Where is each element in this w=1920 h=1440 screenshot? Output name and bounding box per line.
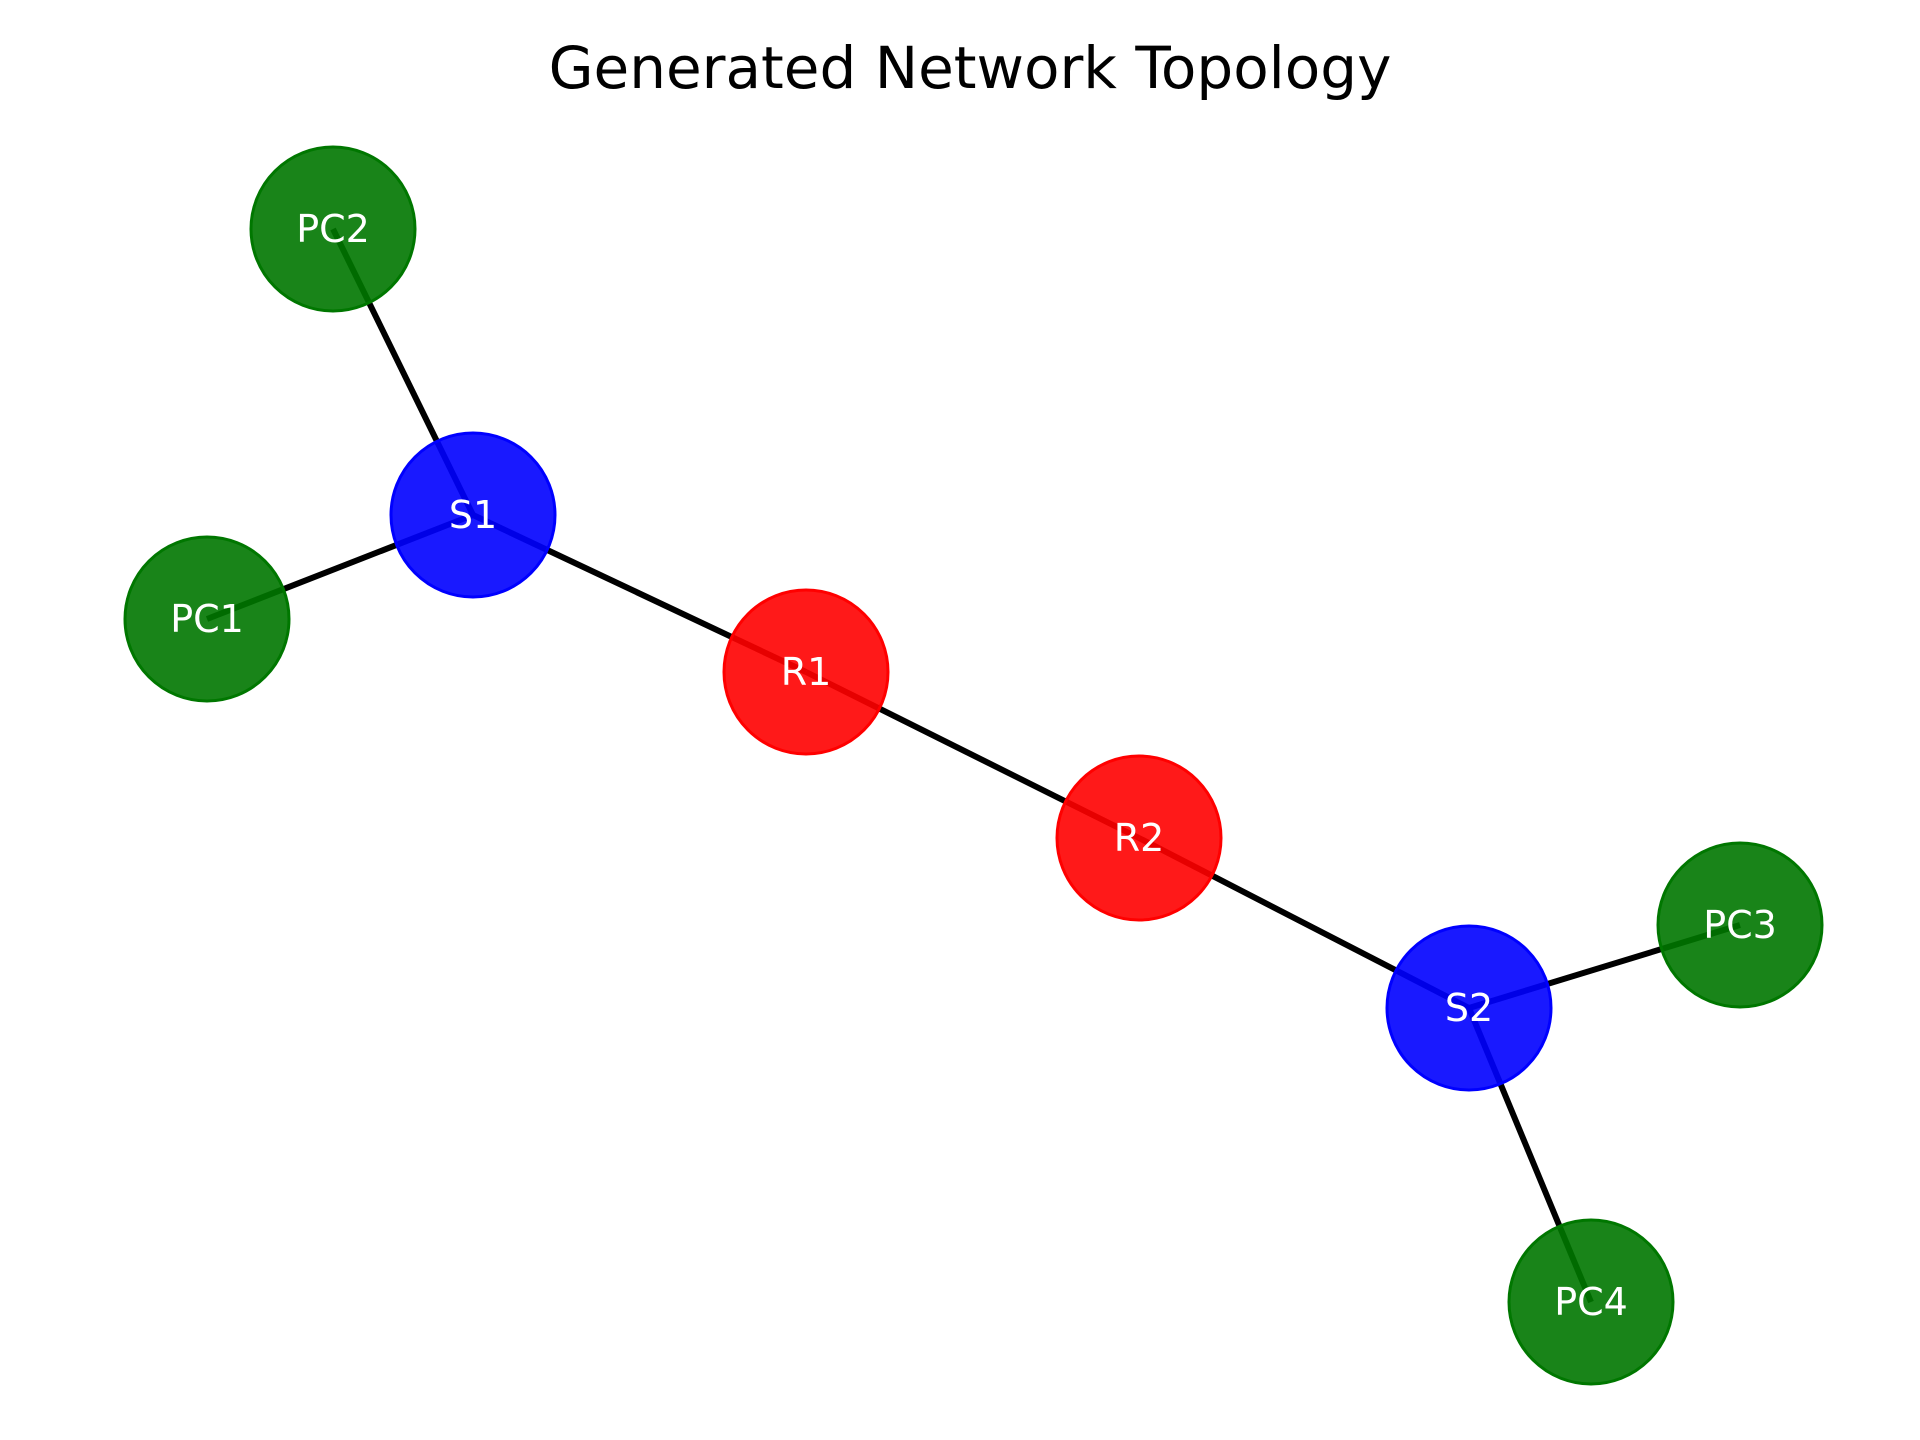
router-node-circle [722,588,890,756]
node-r2[interactable]: R2 [1055,754,1223,922]
switch-node-circle [389,431,557,599]
node-label-pc3: PC3 [1703,903,1777,947]
switch-node-circle [1385,924,1553,1092]
node-pc1[interactable]: PC1 [123,535,291,703]
node-pc3[interactable]: PC3 [1656,841,1824,1009]
node-r1[interactable]: R1 [722,588,890,756]
node-label-r2: R2 [1114,816,1165,860]
pc-node-circle [1656,841,1824,1009]
node-label-pc4: PC4 [1554,1280,1628,1324]
node-label-pc1: PC1 [170,597,244,641]
node-label-s1: S1 [449,493,497,537]
node-pc4[interactable]: PC4 [1507,1218,1675,1386]
node-label-s2: S2 [1445,986,1493,1030]
pc-node-circle [249,145,417,313]
node-label-r1: R1 [781,650,832,694]
diagram-title: Generated Network Topology [549,34,1392,102]
node-label-pc2: PC2 [296,207,370,251]
pc-node-circle [123,535,291,703]
pc-node-circle [1507,1218,1675,1386]
node-s2[interactable]: S2 [1385,924,1553,1092]
node-s1[interactable]: S1 [389,431,557,599]
node-pc2[interactable]: PC2 [249,145,417,313]
router-node-circle [1055,754,1223,922]
